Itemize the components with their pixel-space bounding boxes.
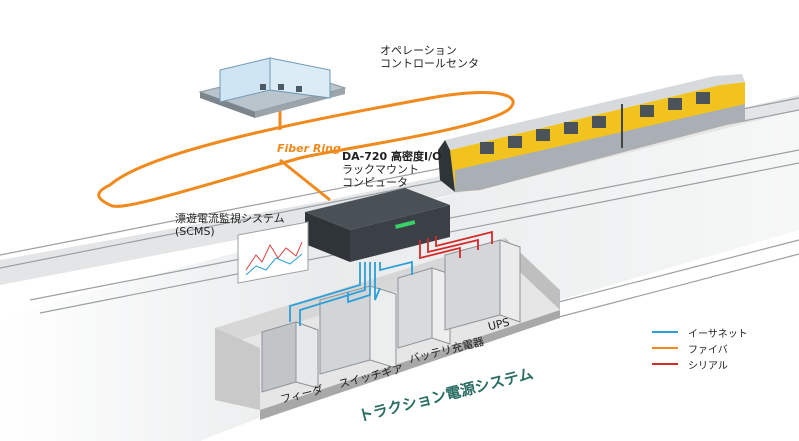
scms-line-2: (SCMS): [175, 225, 215, 238]
control-center: [198, 57, 347, 118]
cabinets: [261, 239, 521, 393]
legend-label-serial: シリアル: [688, 360, 728, 372]
da720-computer: [305, 188, 450, 262]
legend-item-fiber: ファイバ: [652, 340, 748, 356]
train: [438, 74, 745, 192]
control-center-line-2: コントロールセンタ: [380, 57, 479, 70]
legend-item-serial: シリアル: [652, 356, 748, 372]
legend-label-ethernet: イーサネット: [688, 328, 748, 340]
track-bed: [0, 95, 799, 441]
legend-item-ethernet: イーサネット: [652, 324, 748, 340]
serial-lines: [419, 230, 493, 260]
scms-line-1: 漂遊電流監視システム: [175, 212, 285, 225]
legend-swatch-serial: [652, 363, 678, 365]
da720-label: DA-720 高密度I/O ラックマウント コンピュータ: [342, 150, 441, 189]
legend: イーサネット ファイバ シリアル: [652, 324, 748, 372]
fiber-drop-da720: [279, 158, 331, 202]
da720-sub-2: コンピュータ: [342, 176, 408, 189]
ethernet-lines: [289, 260, 413, 326]
legend-lines: [652, 331, 678, 365]
fiber-ring-label: Fiber Ring: [277, 142, 341, 155]
legend-label-fiber: ファイバ: [688, 344, 728, 356]
scms-label: 漂遊電流監視システム (SCMS): [175, 212, 285, 238]
legend-swatch-ethernet: [652, 331, 678, 333]
da720-sub-1: ラックマウント: [342, 163, 419, 176]
control-center-line-1: オペレーション: [380, 44, 457, 57]
scms-monitor: [237, 221, 309, 284]
control-center-label: オペレーション コントロールセンタ: [380, 44, 479, 70]
legend-swatch-fiber: [652, 347, 678, 349]
da720-title: DA-720 高密度I/O: [342, 150, 442, 163]
fiber-ring: [97, 91, 515, 208]
